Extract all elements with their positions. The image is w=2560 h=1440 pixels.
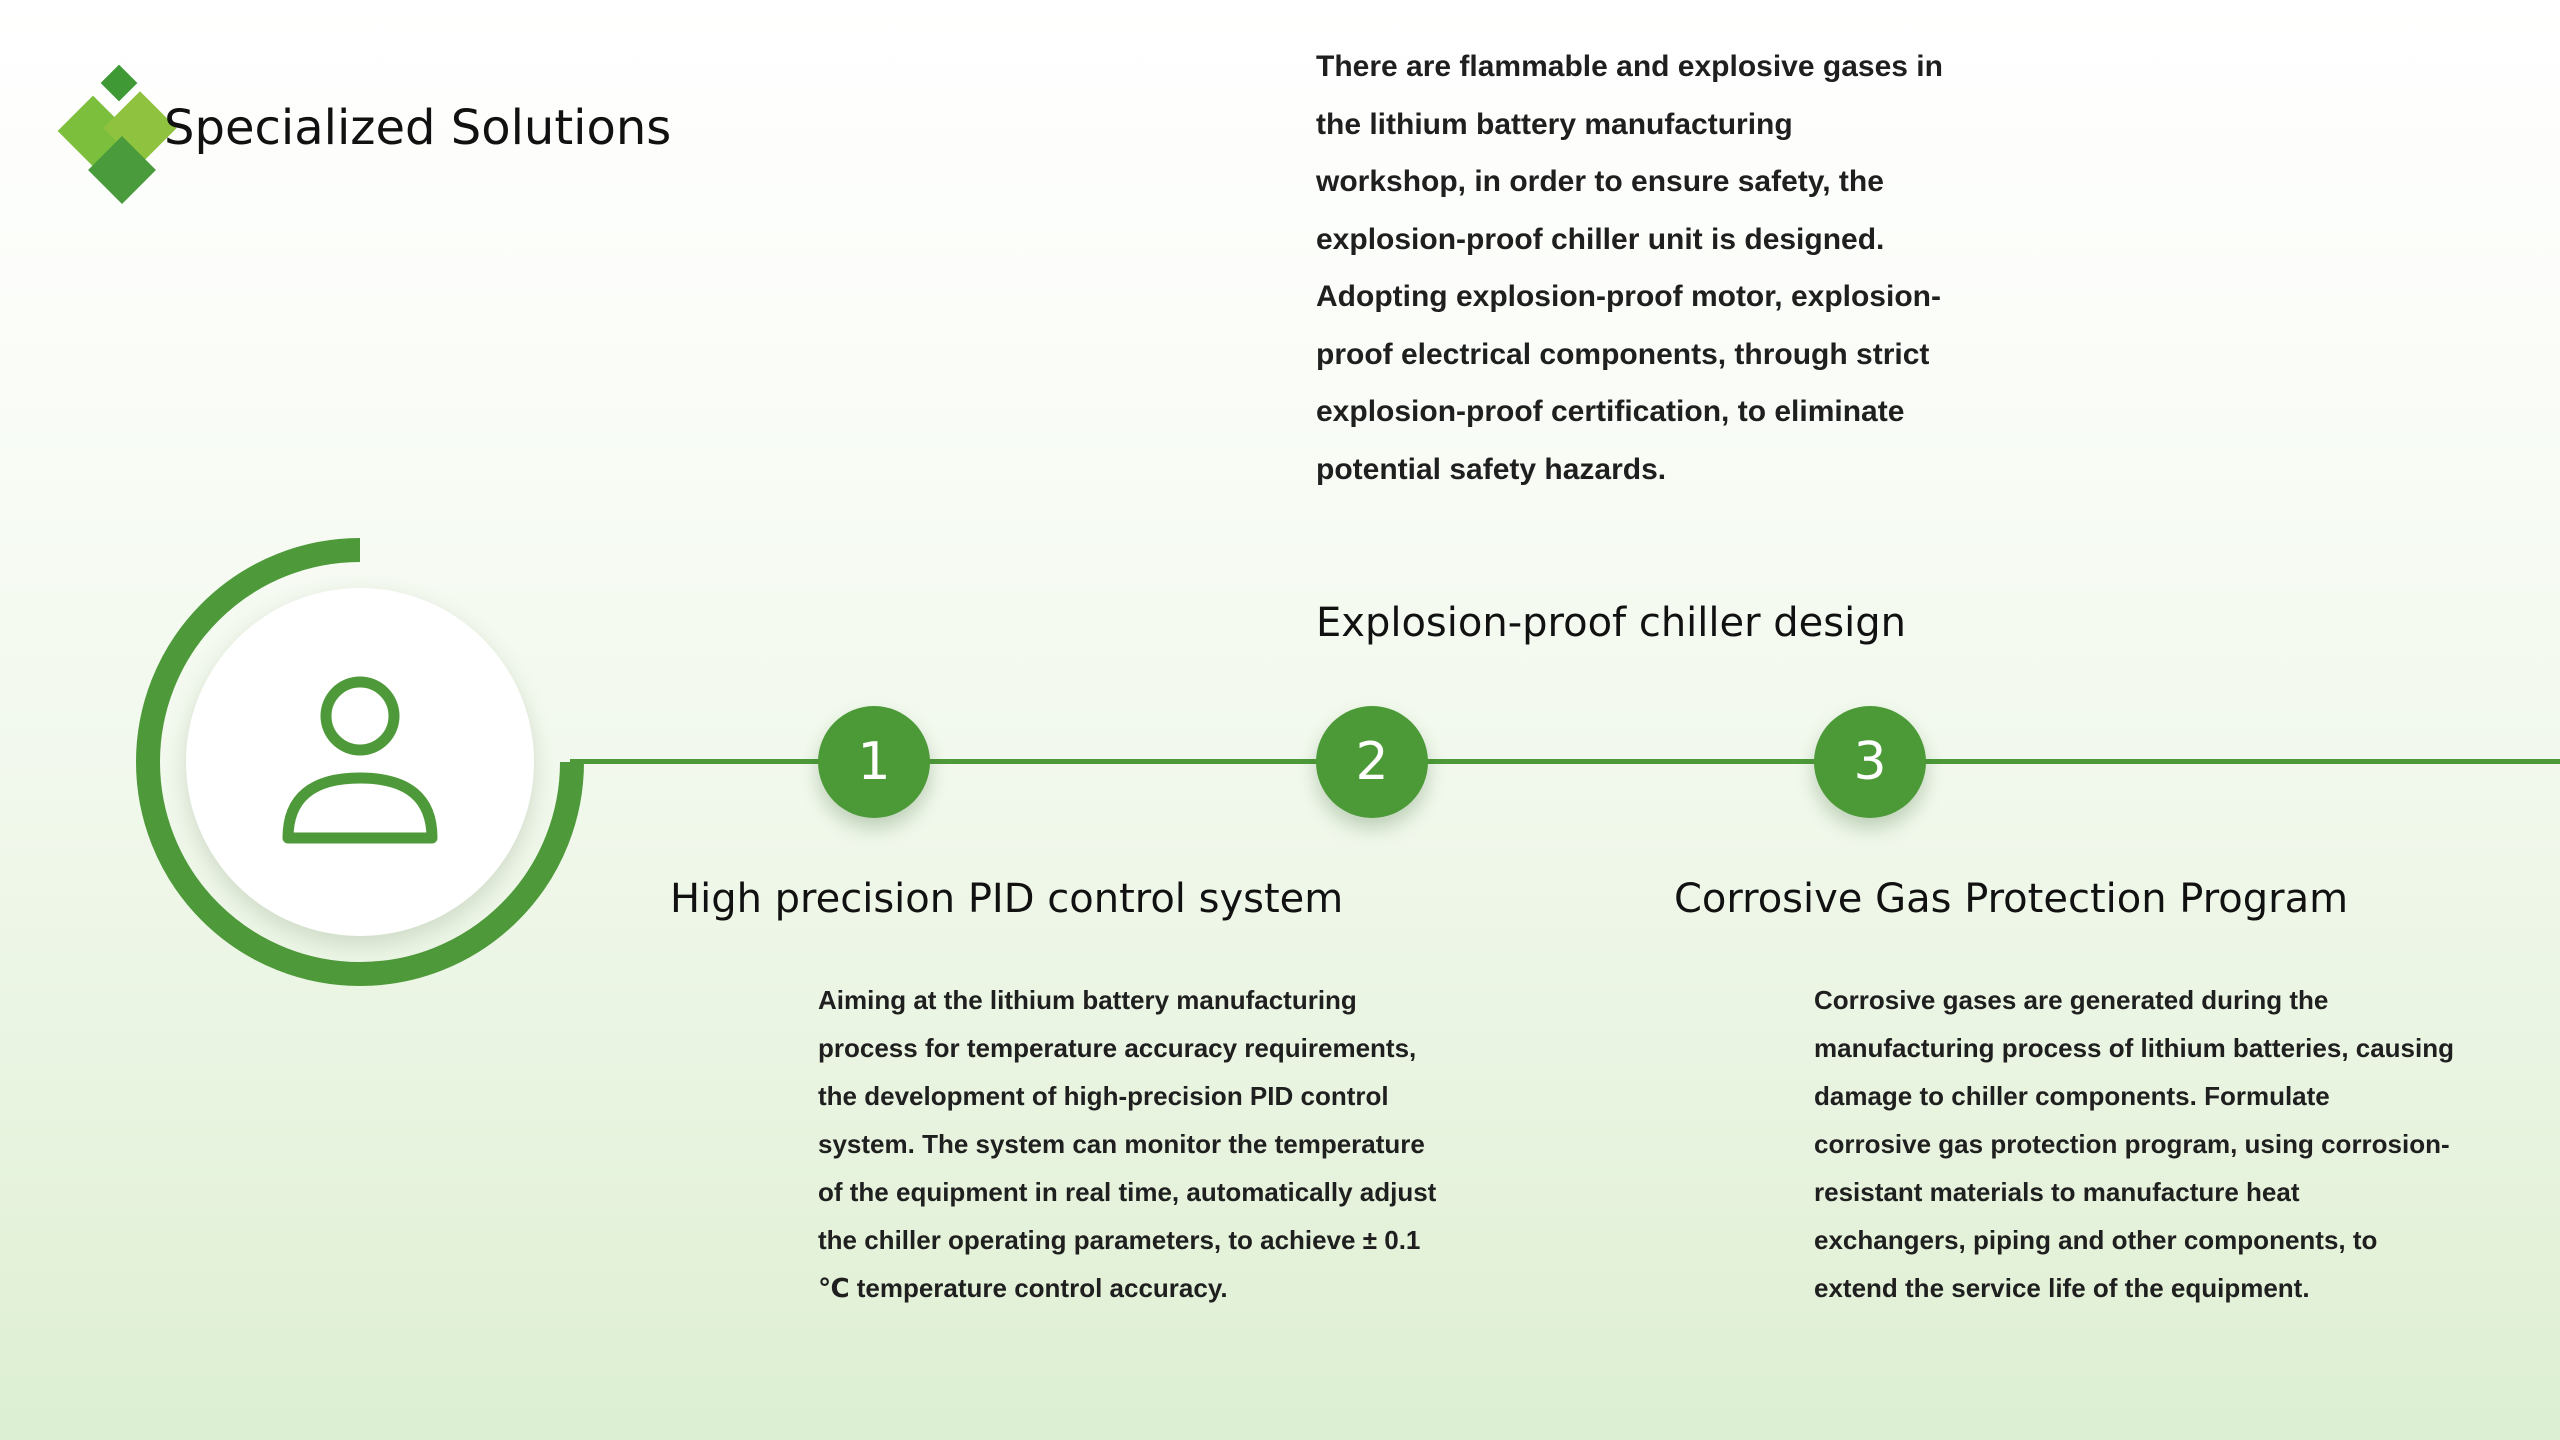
logo-diamond [100,64,138,102]
item-1-title: High precision PID control system [670,876,1344,922]
item-3-title: Corrosive Gas Protection Program [1674,876,2349,922]
step-1-badge: 1 [818,706,930,818]
step-3-badge: 3 [1814,706,1926,818]
person-icon [282,676,438,844]
progress-ring [136,538,584,986]
page-title: Specialized Solutions [164,100,672,156]
logo-icon [28,62,177,204]
step-2-badge: 2 [1316,706,1428,818]
item-2-title: Explosion-proof chiller design [1316,600,1906,646]
item-1-description: Aiming at the lithium battery manufactur… [818,985,1437,1303]
avatar-circle [186,588,534,936]
item-2-description: There are flammable and explosive gases … [1316,50,1943,486]
item-3-description: Corrosive gases are generated during the… [1814,985,2455,1303]
timeline-line [570,759,2560,764]
